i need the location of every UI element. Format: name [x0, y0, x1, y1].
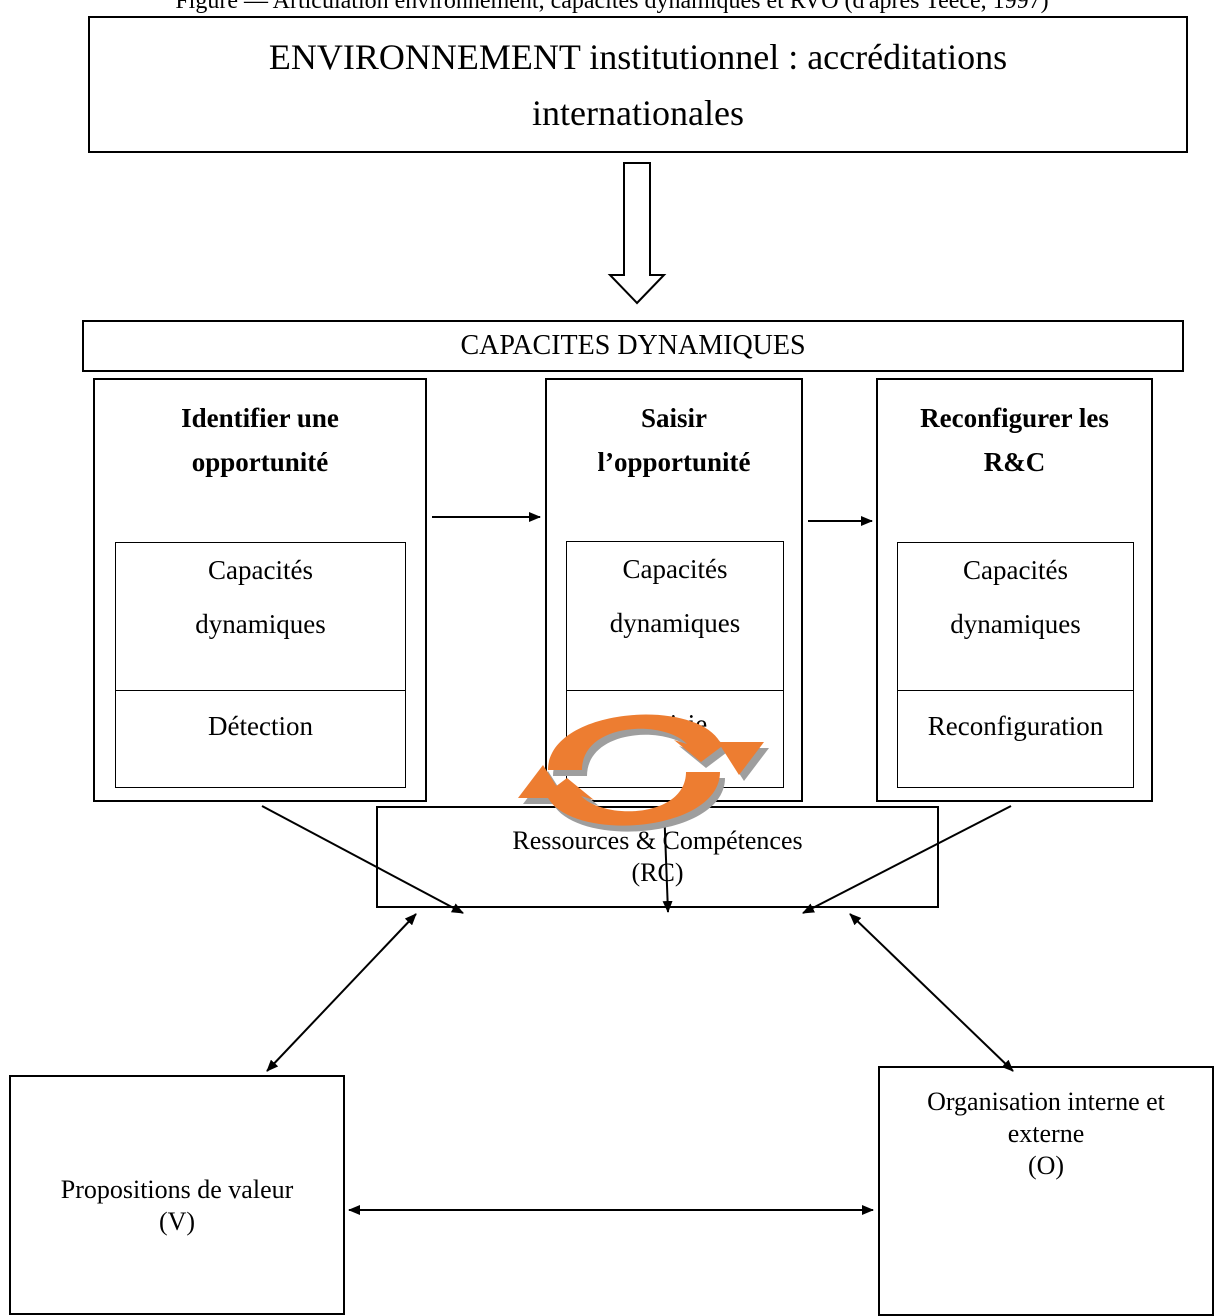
- stage-identify-box: Identifier une opportunité: [93, 378, 427, 802]
- stage-seize-inner-top-line1: Capacités: [622, 554, 728, 584]
- dynamic-capabilities-bar: CAPACITES DYNAMIQUES: [82, 320, 1184, 372]
- environment-box: ENVIRONNEMENT institutionnel : accrédita…: [88, 16, 1188, 153]
- stage-reconfigure-inner-top-line1: Capacités: [963, 555, 1068, 585]
- value-proposition-label-line1: Propositions de valeur: [60, 1175, 294, 1204]
- stage-reconfigure-inner-bottom-label: Reconfiguration: [927, 711, 1104, 741]
- stage-seize-title-line1: Saisir: [640, 403, 707, 433]
- stage-identify-inner-top-line1: Capacités: [208, 555, 313, 585]
- stage-reconfigure-inner-bottom: Reconfiguration: [897, 690, 1134, 788]
- cycle-icon: [518, 714, 769, 832]
- stage-identify-title-line2: opportunité: [191, 447, 329, 477]
- value-proposition-box: Propositions de valeur (V): [9, 1075, 345, 1315]
- stage-seize-inner-top: Capacités dynamiques: [566, 541, 784, 691]
- organisation-label-line2: externe: [1007, 1119, 1085, 1148]
- stage-reconfigure-title-line1: Reconfigurer les: [920, 403, 1109, 433]
- resources-label-line1: Ressources & Compétences: [512, 826, 803, 855]
- arrow-reconfigure-to-resources: [802, 805, 1012, 914]
- environment-title-line2: internationales: [532, 92, 744, 133]
- environment-down-arrow: [607, 162, 667, 305]
- stage-seize-title-line2: l’opportunité: [597, 447, 751, 477]
- value-proposition-label-line2: (V): [158, 1207, 196, 1236]
- organisation-label-line3: (O): [1027, 1151, 1065, 1180]
- stage-identify-inner-bottom: Détection: [115, 690, 406, 788]
- stage-reconfigure-title-line2: R&C: [983, 447, 1046, 477]
- dynamic-capabilities-title: CAPACITES DYNAMIQUES: [460, 330, 806, 361]
- link-resources-value: [266, 913, 417, 1072]
- stage-identify-title-line1: Identifier une: [181, 403, 339, 433]
- stage-identify-inner-bottom-label: Détection: [208, 711, 313, 741]
- stage-reconfigure-box: Reconfigurer les R&C: [876, 378, 1153, 802]
- organisation-box: Organisation interne et externe (O): [878, 1066, 1214, 1316]
- link-resources-organisation: [849, 913, 1014, 1072]
- environment-title-line1: ENVIRONNEMENT institutionnel : accrédita…: [268, 36, 1008, 77]
- organisation-label-line1: Organisation interne et: [927, 1087, 1165, 1116]
- stage-reconfigure-inner-top-line2: dynamiques: [950, 609, 1081, 639]
- resources-label-line2: (RC): [631, 858, 684, 887]
- stage-seize-inner-top-line2: dynamiques: [609, 608, 741, 638]
- arrow-identify-to-resources: [261, 805, 464, 914]
- stage-identify-inner-top-line2: dynamiques: [195, 609, 326, 639]
- figure-caption: Figure — Articulation environnement, cap…: [175, 0, 1049, 14]
